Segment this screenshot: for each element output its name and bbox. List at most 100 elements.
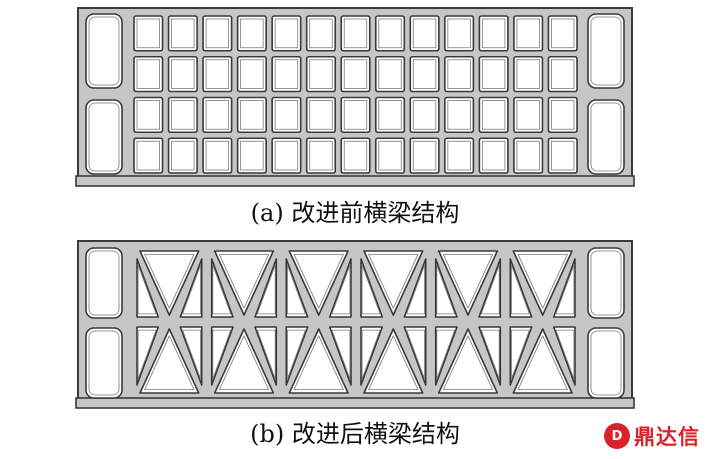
beam-a-grid-cell-edge [343,100,368,130]
beam-b-truss-lower-center [363,328,424,394]
beam-b-truss-lower-center-edge [144,335,195,391]
beam-a-grid-cell-edge [516,59,540,89]
beam-a-grid-cell-edge [447,59,471,89]
beam-a-grid-cell-edge [309,140,333,171]
beam-b-end-cell-right-edge [590,330,622,396]
beam-b-truss-upper-center-edge [218,253,270,309]
beam-a-grid-cell [305,137,337,174]
beam-a-base-flange [75,175,635,187]
beam-a-grid-cell [305,55,337,93]
beam-a-end-cell-left-edge [88,16,120,86]
beam-a-grid-cell-edge [412,18,437,49]
beam-b-truss-lower-left [136,326,160,386]
beam-b-truss-lower-left-edge [212,329,232,380]
beam-a-grid-cell [409,96,440,134]
beam-a-grid-cell-edge [240,140,264,171]
beam-b-truss-upper-center [139,250,200,316]
beam-a-grid-cell-edge [171,18,195,49]
beam-b-truss-lower-right-edge [182,329,201,380]
beam-a-end-cell-left-edge [88,102,120,172]
beam-a-grid-cell [340,15,371,52]
beam-a-grid-cell [547,55,578,93]
beam-a-grid-cell-edge [481,18,506,49]
beam-b-truss-upper-right [478,258,502,318]
beam-b-truss-upper-center-edge [368,253,419,309]
beam-a-grid-cell [374,96,406,134]
beam-a-grid-cell [374,55,406,93]
beam-a-grid-cell-edge [171,140,195,171]
beam-a-grid-cell [167,55,198,93]
beam-a-grid-cell [409,15,440,52]
watermark-logo: D 鼎达信 [604,421,700,451]
beam-a-grid-cell-edge [378,18,402,49]
beam-a-grid-cell [513,137,544,174]
beam-b-end-cell-left [85,327,123,399]
beam-b-truss-upper-center [288,250,349,316]
beam-b-truss-upper-left-edge [137,264,157,315]
beam-b-end-cell-left [85,247,123,319]
beam-b-truss-lower-center [213,328,275,394]
beam-a-grid-cell-edge [447,100,471,130]
beam-a-end-cell-right [587,13,625,89]
beam-b-truss-upper-left [434,258,458,318]
beam-b-truss-lower-right [254,326,278,386]
beam-a-grid-cell [167,96,198,134]
beam-a-grid-cell [547,96,578,134]
beam-a-grid-cell-edge [481,140,506,171]
beam-b-truss-upper-left [210,258,234,318]
beam-a-grid-cell [374,137,406,174]
beam-b-truss-upper-right-edge [555,264,575,315]
beam-b-truss-lower-right-edge [480,329,500,380]
beam-b-truss-upper-center-edge [442,253,494,309]
beam-a-grid-cell [409,55,440,93]
beam-a-grid-cell-edge [240,18,264,49]
beam-a-grid-cell-edge [378,59,402,89]
beam-b-truss-upper-center-edge [517,253,568,309]
beam-a-grid-cell-edge [516,140,540,171]
beam-b-truss-upper-left-edge [212,264,232,315]
beam-a-grid-cell-edge [274,100,299,130]
beam-a-grid-cell [478,55,509,93]
beam-b-truss-lower-right-edge [256,329,276,380]
watermark-text: 鼎达信 [634,425,700,449]
beam-a-grid-cell [167,137,198,174]
beam-b-truss-lower-left [434,326,458,386]
beam-a-grid-cell [167,15,198,52]
beam-a-grid-cell-edge [136,100,160,130]
beam-a-grid-cell-edge [240,59,264,89]
beam-a-grid-cell [478,15,509,52]
beam-a-grid-cell [340,96,371,134]
beam-a-grid-cell [271,55,302,93]
beam-a-end-cell-left [85,13,123,89]
beam-a-grid-cell-edge [343,140,368,171]
beam-b-truss-upper-center [213,250,275,316]
beam-a-grid-cell [444,137,475,174]
beam-b-truss-upper-left-edge [511,264,530,315]
beam-b-truss-lower-left [509,326,533,386]
beam-a-end-cell-right-edge [590,16,622,86]
beam-b-base-flange [75,397,635,409]
beam-b-truss-upper-left [136,258,160,318]
beam-a-grid-cell [236,15,267,52]
beam-a-end-cell-left [85,99,123,175]
beam-a-grid-cell-edge [205,100,230,130]
beam-b-truss-lower-center-edge [517,335,568,391]
beam-b-truss-lower-left-edge [361,329,381,380]
beam-b-truss-upper-left [509,258,533,318]
beam-b-end-cell-left-edge [88,250,120,316]
beam-a-grid-cell-edge [412,59,437,89]
beam-b-truss-lower-center [288,328,349,394]
beam-b-end-cell-right [587,247,625,319]
beam-a-grid-cell [236,55,267,93]
beam-a-grid-cell-edge [309,18,333,49]
beam-b-truss-upper-center [512,250,573,316]
beam-a-grid-cell [478,96,509,134]
beam-b-truss-lower-center-edge [218,335,270,391]
beam-a-grid-cell-edge [516,100,540,130]
beam-b-truss-upper-right [403,258,427,318]
beam-a-grid-cell [271,15,302,52]
beam-a-grid-cell-edge [447,18,471,49]
beam-a-grid-cell-edge [412,140,437,171]
beam-a-grid-cell-edge [447,140,471,171]
